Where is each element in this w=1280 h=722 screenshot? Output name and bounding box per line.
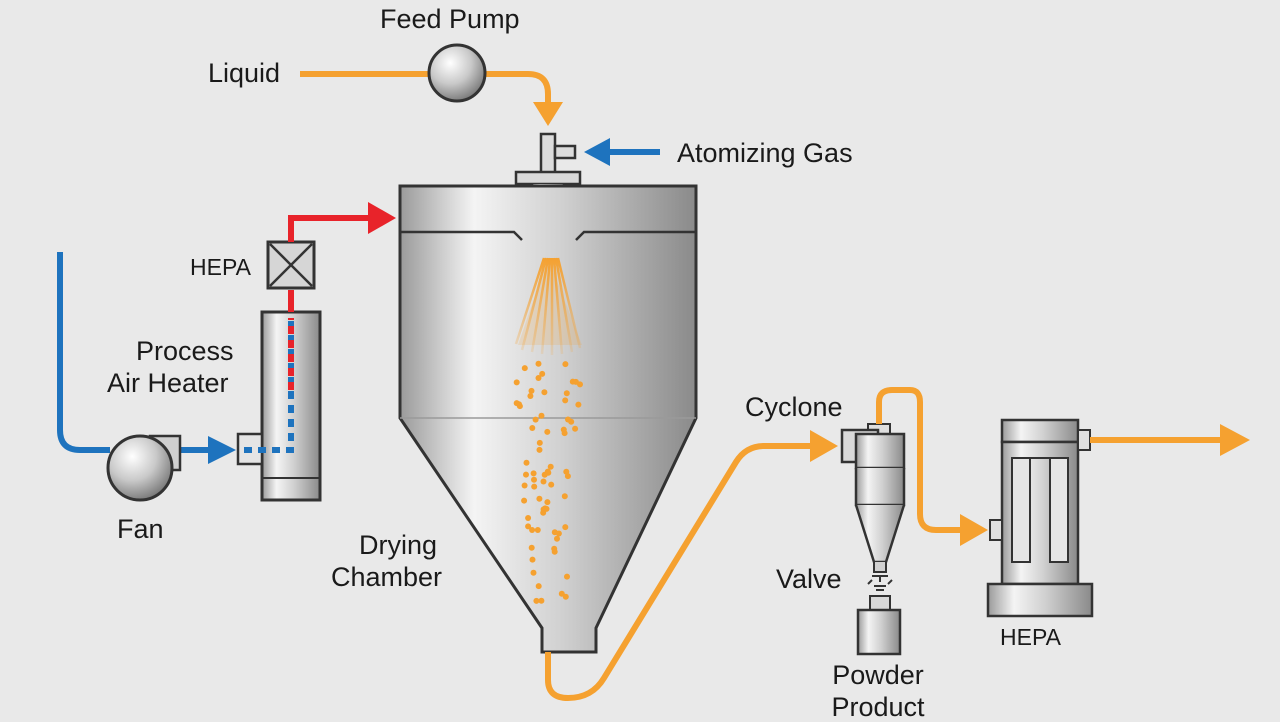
droplet: [548, 481, 555, 488]
droplet: [562, 361, 569, 368]
droplet: [535, 583, 542, 590]
droplet: [544, 428, 551, 435]
droplet: [513, 379, 520, 386]
droplet: [530, 470, 537, 477]
droplet: [562, 397, 569, 404]
drying-chamber-label-line2: Chamber: [331, 562, 443, 592]
droplet: [562, 524, 569, 531]
droplet: [525, 523, 532, 530]
droplet: [541, 389, 548, 396]
droplet: [536, 495, 543, 502]
valve-label: Valve: [776, 564, 842, 594]
droplet: [521, 482, 528, 489]
fan-label: Fan: [117, 514, 164, 544]
spray-cone: [514, 257, 582, 355]
droplet: [575, 401, 582, 408]
droplet: [565, 416, 571, 423]
fan: [106, 434, 182, 502]
droplet: [536, 439, 543, 446]
inlet-air-duct: [57, 252, 236, 464]
droplet: [531, 476, 537, 483]
product-transfer-line: [545, 430, 838, 702]
process-air-heater: [236, 310, 322, 502]
drying-chamber: [398, 184, 698, 654]
hepa-outlet-label: HEPA: [1000, 624, 1061, 650]
droplet: [534, 527, 541, 533]
exhaust-outlet-arrow: [1090, 424, 1250, 456]
droplet: [538, 597, 545, 604]
droplet: [538, 412, 545, 419]
droplet: [558, 590, 565, 597]
cyclone: [840, 423, 906, 573]
droplet: [544, 499, 551, 506]
droplet: [554, 535, 560, 542]
rotary-valve: [867, 575, 893, 591]
droplet: [539, 370, 546, 377]
droplet: [551, 545, 558, 552]
liquid-feed-line: [300, 71, 563, 126]
droplet: [525, 515, 532, 521]
powder-product-label-line1: Powder: [832, 660, 924, 690]
droplet: [536, 446, 543, 453]
liquid-label: Liquid: [208, 58, 281, 88]
droplet: [540, 478, 547, 485]
droplet: [528, 544, 535, 551]
exhaust-line: [876, 387, 988, 546]
droplet: [547, 463, 554, 470]
hot-air-line: [288, 202, 396, 242]
droplet: [572, 425, 579, 432]
cyclone-label: Cyclone: [745, 392, 843, 422]
hepa-inlet-filter: [266, 240, 316, 312]
powder-product-label-line2: Product: [831, 692, 925, 722]
droplet: [529, 425, 536, 431]
droplet: [523, 459, 530, 466]
droplet: [531, 483, 538, 490]
droplet: [527, 393, 534, 399]
droplet: [564, 573, 570, 580]
process-air-heater-label-line1: Process: [136, 336, 234, 366]
droplet: [555, 530, 562, 537]
atomizing-gas-arrow: [584, 138, 660, 166]
drying-chamber-label-line1: Drying: [358, 530, 438, 560]
droplet: [561, 493, 568, 500]
atomizing-gas-label: Atomizing Gas: [677, 138, 853, 168]
droplet: [529, 556, 536, 563]
droplet: [564, 473, 571, 480]
droplet: [535, 375, 542, 381]
droplet: [532, 416, 539, 423]
droplet: [560, 426, 567, 433]
droplet: [521, 497, 528, 504]
feed-pump-label: Feed Pump: [380, 4, 520, 34]
droplet: [530, 569, 537, 576]
droplet: [533, 597, 540, 604]
powder-droplets: [513, 360, 583, 604]
feed-pump: [427, 43, 487, 103]
droplet: [535, 360, 542, 367]
droplet: [541, 471, 548, 478]
droplet: [523, 471, 529, 478]
hepa-inlet-label: HEPA: [190, 254, 251, 280]
droplet: [529, 527, 536, 533]
droplet: [577, 381, 583, 388]
hepa-outlet-filter: [986, 418, 1094, 618]
droplet: [543, 505, 550, 512]
droplet: [513, 400, 520, 407]
droplet: [563, 390, 570, 397]
process-air-heater-label-line2: Air Heater: [107, 368, 229, 398]
droplet: [521, 365, 528, 372]
powder-product-container: [856, 595, 902, 656]
droplet: [528, 387, 535, 394]
